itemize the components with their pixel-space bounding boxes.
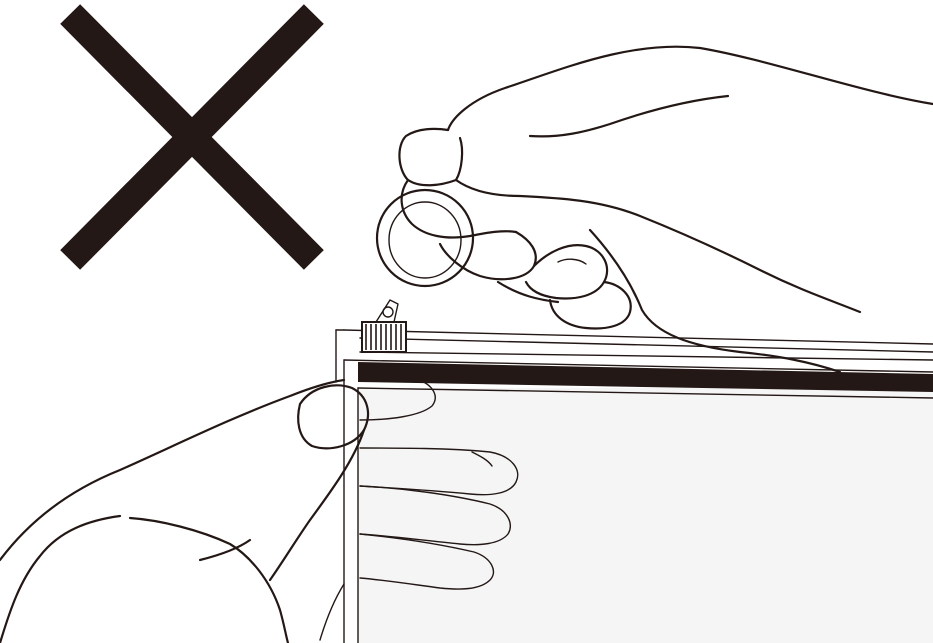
top-rail bbox=[344, 330, 933, 398]
knob-icon bbox=[362, 190, 473, 352]
cross-mark-icon bbox=[80, 24, 304, 250]
upper-hand bbox=[399, 47, 933, 372]
